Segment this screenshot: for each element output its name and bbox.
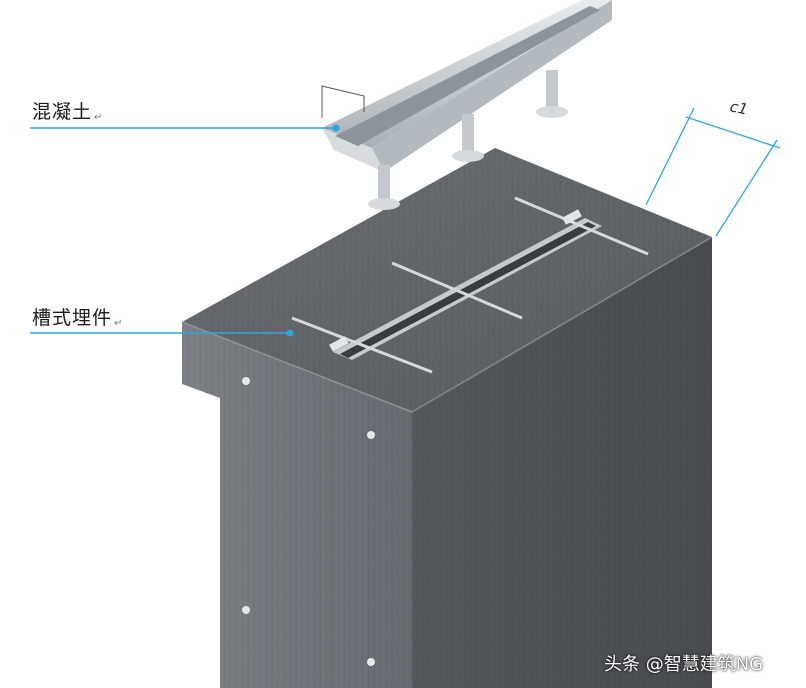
support-base — [452, 150, 484, 162]
label-concrete: 混凝土↵ — [32, 97, 103, 124]
channel-side-face — [372, 0, 612, 172]
dimension-extension-line — [715, 139, 778, 237]
leader-dot-embedded-part — [286, 329, 294, 337]
concrete-block — [181, 148, 713, 688]
channel-inner-slot — [335, 6, 600, 146]
support-base — [368, 198, 400, 210]
dimension-c1 — [645, 107, 781, 237]
channel-slot — [340, 222, 596, 358]
block-front-face-texture — [182, 322, 412, 688]
support-base — [536, 106, 568, 118]
dimension-label-c1: c1 — [728, 97, 750, 119]
support-post — [378, 165, 390, 203]
cast-in-channel — [291, 196, 649, 374]
label-concrete-text: 混凝土 — [32, 101, 93, 123]
watermark-text: 头条 @智慧建筑NG — [604, 654, 764, 675]
channel-end-face — [322, 128, 384, 172]
channel-detail — [321, 0, 612, 210]
leader-lines — [30, 124, 340, 337]
anchor-bar — [391, 261, 523, 320]
anchor-head — [562, 209, 582, 225]
block-side-face-texture — [412, 237, 712, 688]
block-front-edge — [181, 321, 413, 413]
paragraph-mark: ↵ — [94, 112, 104, 123]
paragraph-mark: ↵ — [114, 318, 124, 329]
form-tie-hole — [367, 658, 375, 666]
support-post — [462, 114, 474, 156]
form-tie-hole — [242, 377, 250, 385]
anchor-bar — [291, 316, 433, 374]
label-embedded-part: 槽式埋件↵ — [32, 303, 123, 330]
anchor-bar — [514, 196, 649, 256]
dimension-line — [685, 116, 781, 149]
channel-section-outline — [321, 85, 365, 118]
block-top-edge — [411, 236, 713, 413]
form-tie-hole — [242, 606, 250, 614]
leader-dot-concrete — [332, 124, 340, 132]
dimension-extension-line — [645, 107, 695, 206]
form-tie-hole — [367, 431, 375, 439]
anchor-head — [329, 336, 349, 352]
label-embedded-part-text: 槽式埋件 — [32, 307, 113, 329]
support-post — [546, 70, 558, 112]
